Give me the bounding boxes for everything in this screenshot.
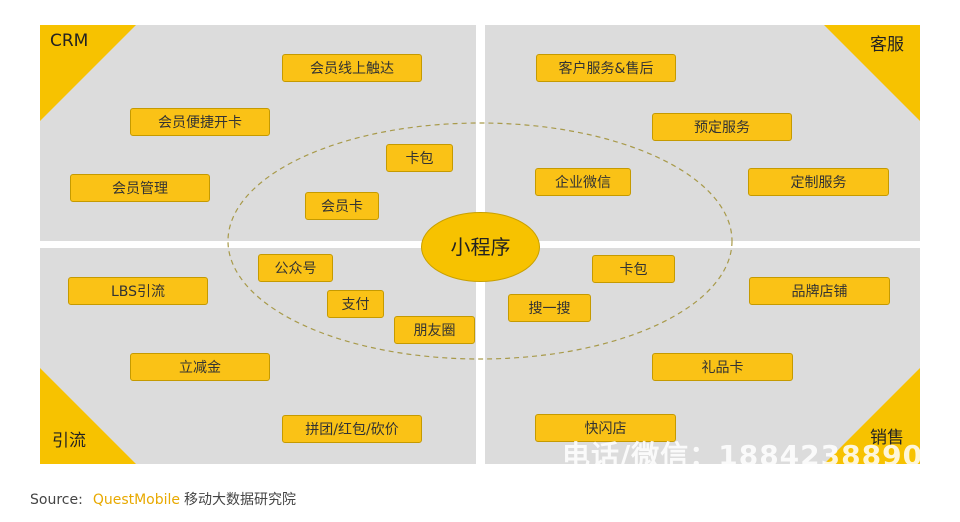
tag-brand-store: 品牌店铺: [749, 277, 890, 305]
tag-group-buy: 拼团/红包/砍价: [282, 415, 422, 443]
tag-search: 搜一搜: [508, 294, 591, 322]
corner-label-crm: CRM: [50, 31, 89, 51]
source-org: 移动大数据研究院: [184, 492, 297, 508]
tag-member-card: 会员卡: [305, 192, 379, 220]
tag-moments: 朋友圈: [394, 316, 475, 344]
tag-enterprise-wechat: 企业微信: [535, 168, 631, 196]
tag-member-online-reach: 会员线上触达: [282, 54, 422, 82]
tag-pop-up-store: 快闪店: [535, 414, 676, 442]
tag-booking-service: 预定服务: [652, 113, 792, 141]
corner-label-sales: 销售: [870, 428, 904, 448]
tag-card-pack: 卡包: [386, 144, 453, 172]
source-label: Source:: [30, 492, 83, 508]
tag-customer-service: 客户服务&售后: [536, 54, 676, 82]
tag-custom-service: 定制服务: [748, 168, 889, 196]
center-mini-program: 小程序: [421, 212, 540, 282]
tag-lbs-traffic: LBS引流: [68, 277, 208, 305]
source-brand: QuestMobile: [92, 492, 181, 508]
tag-gift-card: 礼品卡: [652, 353, 793, 381]
tag-card-pack-sales: 卡包: [592, 255, 675, 283]
corner-label-traffic: 引流: [52, 431, 86, 451]
watermark-contact: 电话/微信：18842388900: [562, 439, 922, 472]
tag-payment: 支付: [327, 290, 384, 318]
tag-instant-discount: 立减金: [130, 353, 270, 381]
corner-label-customer-service: 客服: [870, 35, 904, 55]
tag-member-quick-card: 会员便捷开卡: [130, 108, 270, 136]
tag-member-management: 会员管理: [70, 174, 210, 202]
tag-official-account: 公众号: [258, 254, 333, 282]
